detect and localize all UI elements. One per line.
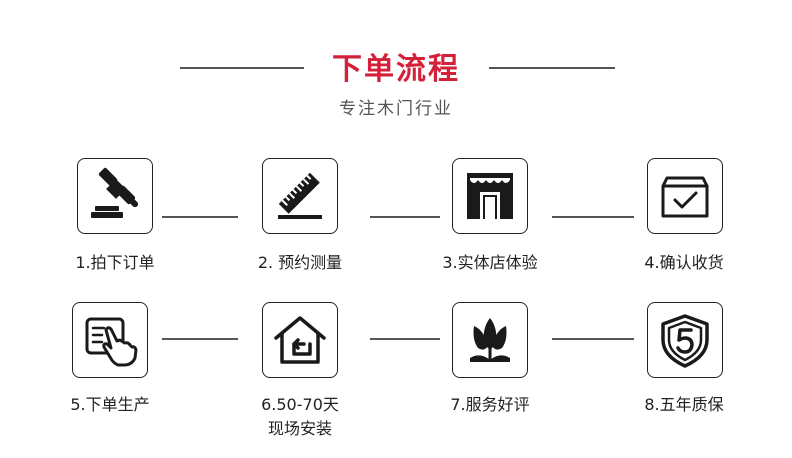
connector-7-8: [552, 338, 634, 340]
box-check-icon: [661, 176, 709, 218]
step-1-card: [77, 158, 153, 234]
step-5-label: 5.下单生产: [70, 395, 150, 414]
ruler-icon: [278, 172, 322, 219]
step-8-card: [647, 302, 723, 378]
page-subtitle: 专注木门行业: [339, 99, 453, 119]
storefront-icon: [467, 173, 513, 219]
step-3-label: 3.实体店体验: [442, 253, 538, 272]
step-6-label-line1: 6.50-70天: [261, 395, 339, 414]
lotus-icon: [470, 318, 510, 362]
gavel-icon: [91, 167, 139, 218]
step-2-card: [262, 158, 338, 234]
connector-2-3: [370, 216, 440, 218]
hand-tap-icon: [85, 317, 138, 367]
step-3-card: [452, 158, 528, 234]
step-2-label: 2. 预约测量: [257, 253, 343, 272]
connector-6-7: [370, 338, 440, 340]
page-title: 下单流程: [332, 52, 460, 87]
connector-3-4: [552, 216, 634, 218]
connector-1-2: [162, 216, 238, 218]
step-6-card: [262, 302, 338, 378]
step-4-label: 4.确认收货: [644, 253, 724, 272]
home-install-icon: [274, 316, 326, 364]
step-6-label-line2: 现场安装: [267, 419, 332, 438]
step-7-label: 7.服务好评: [450, 395, 530, 414]
title-right-rule: [489, 67, 615, 69]
step-8-label: 8.五年质保: [644, 395, 724, 414]
step-1-label: 1.拍下订单: [75, 253, 155, 272]
shield-5-icon: [661, 314, 709, 368]
connector-5-6: [162, 338, 238, 340]
step-7-card: [452, 302, 528, 378]
step-4-card: [647, 158, 723, 234]
title-left-rule: [180, 67, 304, 69]
step-5-card: [72, 302, 148, 378]
